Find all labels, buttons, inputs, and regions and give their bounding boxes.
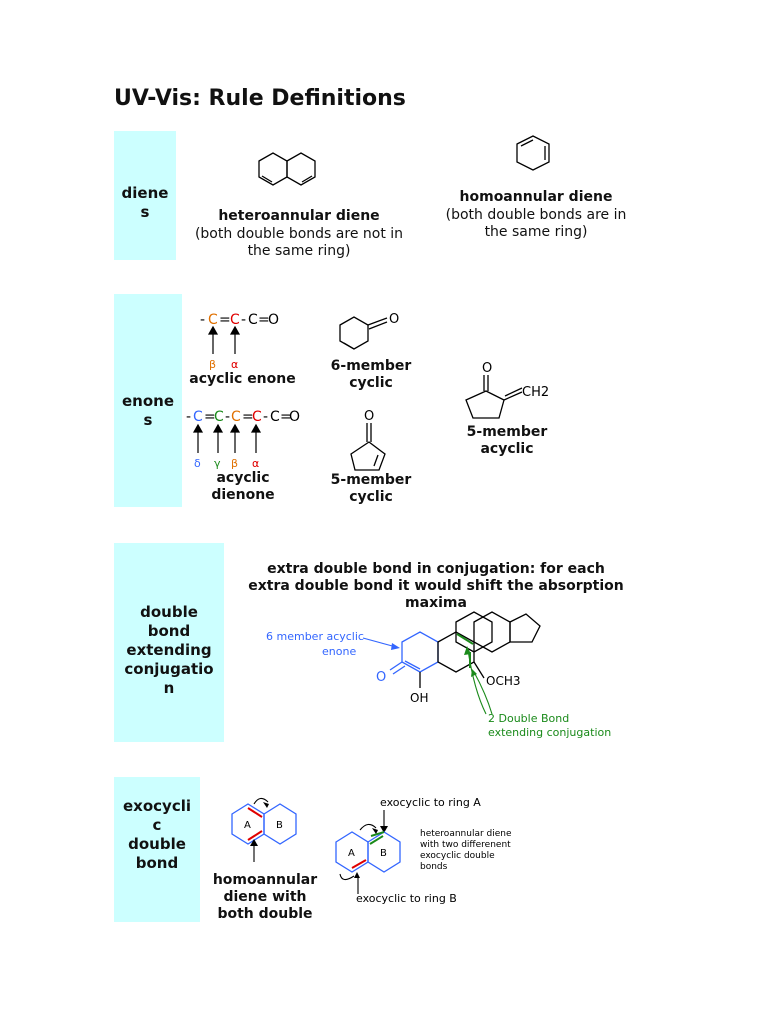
dienes-label-cell <box>114 131 176 260</box>
homoannular-diene-desc: (both double bonds are in the same ring) <box>445 207 627 240</box>
svg-text:6 member acyclic: 6 member acyclic <box>266 630 364 643</box>
svg-text:-: - <box>241 312 246 328</box>
svg-text:δ: δ <box>194 457 201 470</box>
svg-text:=: = <box>280 409 292 425</box>
svg-text:C: C <box>248 312 258 328</box>
dienes-label: diene s <box>121 184 169 221</box>
svg-text:β: β <box>209 358 216 371</box>
exocyclic-homoannular-structure: A B <box>231 797 297 862</box>
double-bond-label: double bond extending conjugatio n <box>124 603 214 697</box>
double-bond-label-cell <box>114 543 224 742</box>
svg-text:α: α <box>231 358 238 371</box>
svg-text:exocyclic to ring B: exocyclic to ring B <box>356 892 457 905</box>
svg-text:OH: OH <box>410 691 428 705</box>
svg-text:CH2: CH2 <box>522 385 549 400</box>
svg-text:with two differenent: with two differenent <box>420 840 511 850</box>
acyclic-enone-label: acyclic enone <box>189 371 296 387</box>
steroid-conjugation-structure: 6 member acyclic enone O OH OCH3 2 Doubl… <box>266 611 611 739</box>
exocyclic-label: exocycli c double bond <box>123 797 191 872</box>
heteroannular-diene-title: heteroannular diene <box>218 208 380 224</box>
svg-text:exocyclic double: exocyclic double <box>420 851 495 861</box>
homoannular-diene-structure <box>516 135 550 171</box>
page-title: UV-Vis: Rule Definitions <box>114 86 406 111</box>
svg-text:C: C <box>252 409 262 425</box>
acyclic-dienone-label: acyclic dienone <box>211 470 275 503</box>
svg-text:O: O <box>289 409 300 425</box>
svg-text:B: B <box>276 820 283 831</box>
exocyclic-label-cell <box>114 777 200 922</box>
svg-text:B: B <box>380 848 387 859</box>
exocyclic-heteroannular-structure: exocyclic to ring A A B exocyclic to rin… <box>335 796 512 905</box>
svg-text:C: C <box>231 409 241 425</box>
enones-label: enone s <box>121 392 174 429</box>
acyclic-dienone-structure: - C = C - C = C - C = O δ γ β α <box>186 409 300 470</box>
svg-text:O: O <box>376 670 386 685</box>
svg-text:=: = <box>242 409 254 425</box>
homoannular-diene-title: homoannular diene <box>459 189 613 205</box>
svg-text:-: - <box>263 409 268 425</box>
svg-text:A: A <box>244 820 251 831</box>
enones-label-cell <box>114 294 182 507</box>
svg-text:O: O <box>482 361 492 376</box>
svg-text:γ: γ <box>214 457 221 470</box>
svg-text:-: - <box>200 312 205 328</box>
five-member-acyclic-enone-structure: O CH2 <box>465 361 549 419</box>
svg-text:C: C <box>230 312 240 328</box>
five-member-acyclic-label: 5-member acyclic <box>466 424 548 457</box>
acyclic-enone-structure: - C = C - C = O β α <box>200 312 279 371</box>
svg-text:O: O <box>389 312 399 327</box>
double-bond-heading: extra double bond in conjugation: for ea… <box>248 561 624 611</box>
svg-text:α: α <box>252 457 259 470</box>
five-member-cyclic-enone-structure: O <box>350 409 386 471</box>
svg-text:OCH3: OCH3 <box>486 674 520 688</box>
svg-text:=: = <box>204 409 216 425</box>
svg-text:-: - <box>225 409 230 425</box>
svg-text:C: C <box>270 409 280 425</box>
exocyclic-homoannular-label: homoannular diene with both double <box>212 872 318 922</box>
six-member-cyclic-enone-structure: O <box>339 312 399 350</box>
svg-text:C: C <box>208 312 218 328</box>
svg-text:heteroannular diene: heteroannular diene <box>420 829 512 839</box>
six-member-cyclic-label: 6-member cyclic <box>330 358 412 391</box>
svg-text:enone: enone <box>322 645 356 658</box>
svg-text:β: β <box>231 457 238 470</box>
heteroannular-diene-desc: (both double bonds are not in the same r… <box>194 226 404 259</box>
svg-text:=: = <box>219 312 231 328</box>
svg-text:C: C <box>214 409 224 425</box>
svg-text:O: O <box>268 312 279 328</box>
heteroannular-diene-structure <box>258 152 316 186</box>
svg-text:exocyclic to ring A: exocyclic to ring A <box>380 796 481 809</box>
svg-text:-: - <box>186 409 191 425</box>
svg-text:extending conjugation: extending conjugation <box>488 726 611 739</box>
svg-text:2 Double Bond: 2 Double Bond <box>488 712 569 725</box>
svg-text:bonds: bonds <box>420 862 448 872</box>
svg-text:A: A <box>348 848 355 859</box>
svg-text:=: = <box>258 312 270 328</box>
svg-text:O: O <box>364 409 374 424</box>
five-member-cyclic-label: 5-member cyclic <box>330 472 412 505</box>
svg-text:C: C <box>193 409 203 425</box>
